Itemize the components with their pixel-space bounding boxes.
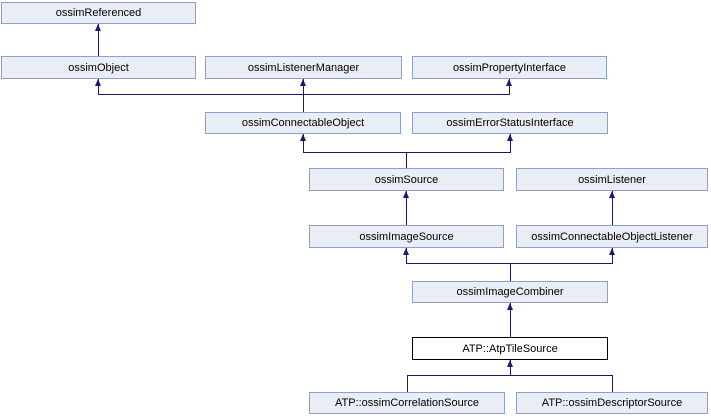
inheritance-arrowhead [300,79,306,86]
edge-line-connectable-object [98,79,99,94]
class-node-atp-ossimdescriptorsource[interactable]: ATP::ossimDescriptorSource [516,392,708,414]
edge-line-source-stem [406,152,407,168]
class-node-ossimImageSource[interactable]: ossimImageSource [309,225,504,248]
edge-line-source-bus [303,152,511,153]
inheritance-arrowhead [403,191,409,198]
class-node-ossimObject[interactable]: ossimObject [1,56,196,79]
class-node-atp-atptilesource-current: ATP::AtpTileSource [412,337,608,360]
edge-line-combiner-imagesource [406,248,407,263]
inheritance-arrowhead [507,134,513,141]
edge-line-children-atptilesource [510,360,511,375]
inheritance-arrowhead [609,248,615,255]
edge-line-source-errorstatus [510,134,511,152]
class-node-ossimPropertyInterface[interactable]: ossimPropertyInterface [412,56,607,79]
edge-line-correlationsource-stem [407,375,408,392]
inheritance-arrowhead [95,24,101,31]
inheritance-arrowhead [300,134,306,141]
class-node-ossimSource[interactable]: ossimSource [309,168,504,191]
inheritance-arrowhead [506,79,512,86]
edge-line-combiner-stem [510,263,511,281]
class-node-ossimErrorStatusInterface[interactable]: ossimErrorStatusInterface [412,112,608,134]
edge-line-colistener-listener [612,191,613,225]
edge-line-children-bus [407,375,613,376]
inheritance-arrowhead [507,360,513,367]
edge-line-connectable-propertyinterface [509,79,510,94]
edge-line-combiner-bus [406,263,613,264]
edge-line-descriptorsource-stem [612,375,613,392]
class-node-ossimImageCombiner[interactable]: ossimImageCombiner [412,281,608,303]
inheritance-arrowhead [95,79,101,86]
edge-line-atptilesource-combiner [510,303,511,337]
edge-line-combiner-colistener [612,248,613,263]
edge-line-imagesource-source [406,191,407,225]
class-node-ossimListener[interactable]: ossimListener [516,168,708,191]
class-node-ossimConnectableObject[interactable]: ossimConnectableObject [205,112,401,134]
inheritance-arrowhead [507,303,513,310]
inheritance-arrowhead [609,191,615,198]
edge-line-connectable-bus [98,94,510,95]
inheritance-arrowhead [403,248,409,255]
edge-line-connectable-listenermanager [303,79,304,112]
class-node-ossimListenerManager[interactable]: ossimListenerManager [205,56,402,79]
edge-line-source-connectable [303,134,304,152]
edge-line-object-referenced [98,24,99,56]
class-node-ossimReferenced[interactable]: ossimReferenced [1,2,196,24]
class-node-atp-ossimcorrelationsource[interactable]: ATP::ossimCorrelationSource [309,392,505,414]
class-node-ossimConnectableObjectListener[interactable]: ossimConnectableObjectListener [516,225,708,248]
